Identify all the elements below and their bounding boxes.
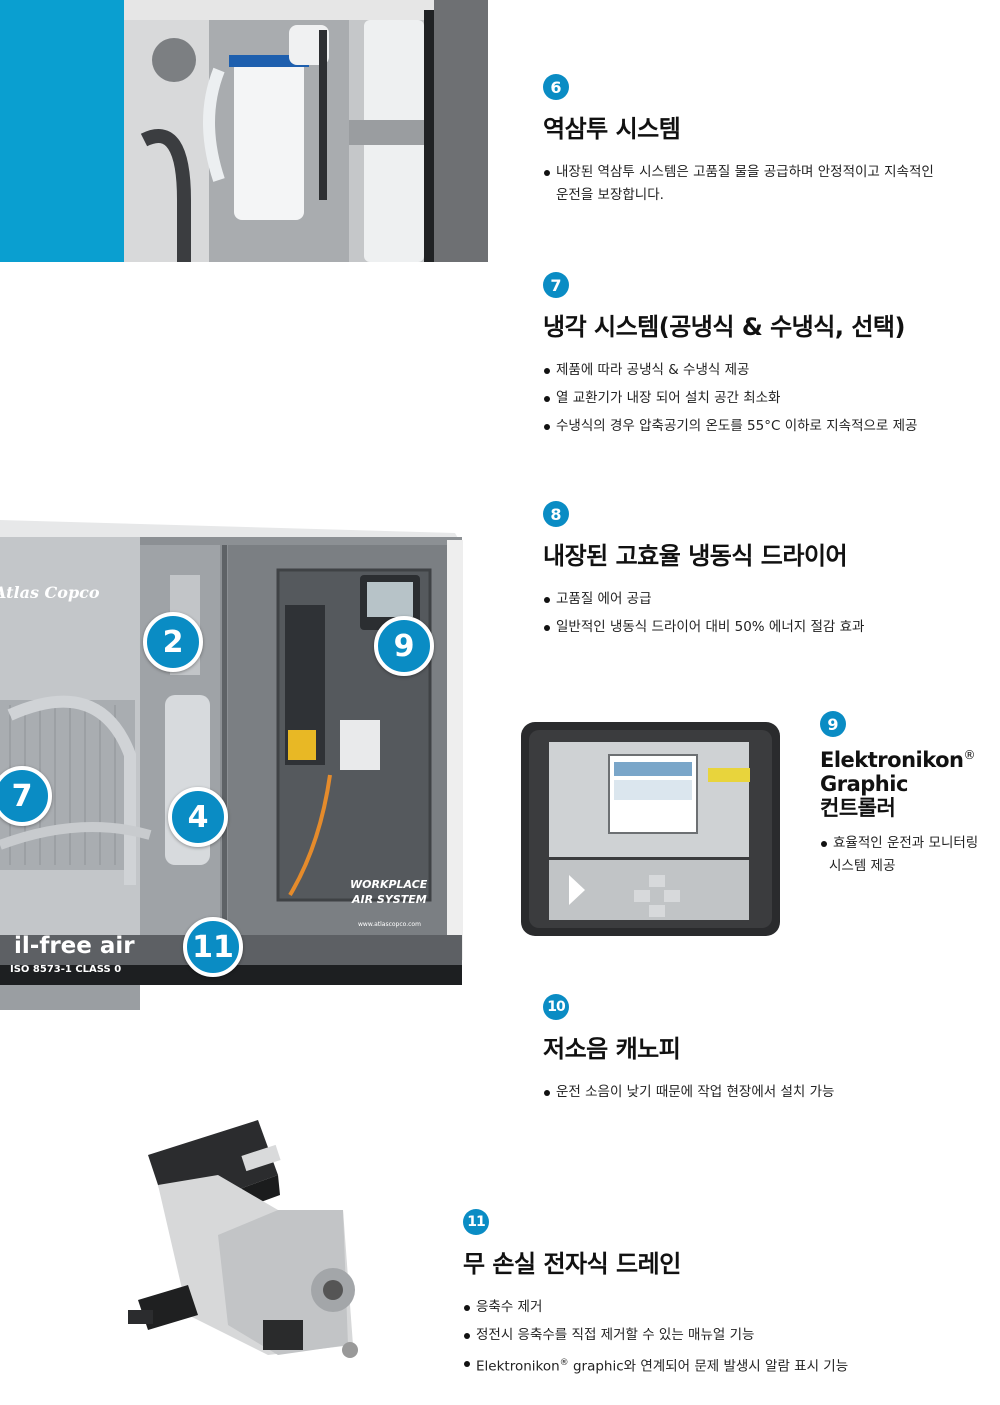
section-low-noise-canopy: 10 저소음 캐노피 운전 소음이 낮기 때문에 작업 현장에서 설치 가능 bbox=[543, 994, 834, 1109]
section-number-badge: 11 bbox=[463, 1209, 489, 1235]
elektronikon-controller-photo bbox=[519, 720, 782, 938]
bullet-item: 운전 소음이 낮기 때문에 작업 현장에서 설치 가능 bbox=[543, 1081, 834, 1104]
marker-4: 4 bbox=[168, 787, 228, 847]
bullet-item: 열 교환기가 내장 되어 설치 공간 최소화 bbox=[543, 387, 917, 410]
section-reverse-osmosis: 6 역삼투 시스템 내장된 역삼투 시스템은 고품질 물을 공급하며 안정적이고… bbox=[543, 74, 934, 207]
marker-11: 11 bbox=[183, 917, 243, 977]
atlas-copco-logo-text: Atlas Copco bbox=[0, 583, 100, 602]
section-title: Elektronikon® Graphic 컨트롤러 bbox=[820, 743, 978, 820]
section-electronic-drain: 11 무 손실 전자식 드레인 응축수 제거 정전시 응축수를 직접 제거할 수… bbox=[463, 1209, 848, 1384]
bullet-text-brand: Elektronikon bbox=[476, 1358, 560, 1375]
bullet-item: 고품질 에어 공급 bbox=[543, 588, 864, 611]
section-number-badge: 8 bbox=[543, 501, 569, 527]
bullet-item: 수냉식의 경우 압축공기의 온도를 55°C 이하로 지속적으로 제공 bbox=[543, 415, 917, 438]
section-number-badge: 10 bbox=[543, 994, 569, 1020]
section-title: 무 손실 전자식 드레인 bbox=[463, 1250, 681, 1278]
oil-free-air-label: il-free air bbox=[14, 933, 135, 959]
bullet-text-rest: graphic와 연계되어 문제 발생시 알람 표시 기능 bbox=[568, 1358, 849, 1375]
section-title: 냉각 시스템(공냉식 & 수냉식, 선택) bbox=[543, 313, 905, 341]
electronic-drain-photo bbox=[128, 1115, 368, 1367]
bullet-item: 효율적인 운전과 모니터링 bbox=[820, 832, 978, 855]
bullet-list: 내장된 역삼투 시스템은 고품질 물을 공급하며 안정적이고 지속적인 bbox=[543, 161, 934, 184]
bullet-item: Elektronikon® graphic와 연계되어 문제 발생시 알람 표시… bbox=[463, 1352, 848, 1379]
bullet-list: 제품에 따라 공냉식 & 수냉식 제공 열 교환기가 내장 되어 설치 공간 최… bbox=[543, 359, 917, 438]
website-label: www.atlascopco.com bbox=[358, 921, 421, 928]
section-elektronikon-controller: 9 Elektronikon® Graphic 컨트롤러 효율적인 운전과 모니… bbox=[820, 711, 978, 878]
bullet-item: 응축수 제거 bbox=[463, 1296, 848, 1319]
section-title: 저소음 캐노피 bbox=[543, 1035, 681, 1063]
title-line1: Elektronikon bbox=[820, 748, 964, 772]
registered-mark: ® bbox=[963, 748, 976, 762]
workplace-label-line2: AIR SYSTEM bbox=[352, 893, 427, 906]
section-number-badge: 6 bbox=[543, 74, 569, 100]
section-number-badge: 7 bbox=[543, 272, 569, 298]
iso-class-label: ISO 8573-1 CLASS 0 bbox=[10, 964, 122, 975]
section-refrigerated-dryer: 8 내장된 고효율 냉동식 드라이어 고품질 에어 공급 일반적인 냉동식 드라… bbox=[543, 501, 864, 644]
title-line2: Graphic bbox=[820, 772, 908, 796]
marker-9: 9 bbox=[374, 616, 434, 676]
section-title: 역삼투 시스템 bbox=[543, 115, 681, 143]
section-number-badge: 9 bbox=[820, 711, 846, 737]
section-cooling-system: 7 냉각 시스템(공냉식 & 수냉식, 선택) 제품에 따라 공냉식 & 수냉식… bbox=[543, 272, 917, 443]
bullet-item: 일반적인 냉동식 드라이어 대비 50% 에너지 절감 효과 bbox=[543, 616, 864, 639]
registered-mark: ® bbox=[559, 1358, 569, 1368]
marker-2: 2 bbox=[143, 612, 203, 672]
workplace-label-line1: WORKPLACE bbox=[350, 878, 428, 891]
bullet-list: 운전 소음이 낮기 때문에 작업 현장에서 설치 가능 bbox=[543, 1081, 834, 1104]
title-line3: 컨트롤러 bbox=[820, 796, 896, 820]
section-title: 내장된 고효율 냉동식 드라이어 bbox=[543, 542, 848, 570]
reverse-osmosis-photo bbox=[124, 0, 488, 262]
bullet-item: 제품에 따라 공냉식 & 수냉식 제공 bbox=[543, 359, 917, 382]
bullet-item: 정전시 응축수를 직접 제거할 수 있는 매뉴얼 기능 bbox=[463, 1324, 848, 1347]
bullet-continuation: 시스템 제공 bbox=[829, 858, 896, 874]
bullet-list: 응축수 제거 정전시 응축수를 직접 제거할 수 있는 매뉴얼 기능 Elekt… bbox=[463, 1296, 848, 1379]
marker-7: 7 bbox=[0, 766, 52, 826]
blue-accent-strip bbox=[0, 0, 124, 262]
bullet-item: 내장된 역삼투 시스템은 고품질 물을 공급하며 안정적이고 지속적인 bbox=[543, 161, 934, 184]
bullet-list: 효율적인 운전과 모니터링 bbox=[820, 832, 978, 855]
bullet-list: 고품질 에어 공급 일반적인 냉동식 드라이어 대비 50% 에너지 절감 효과 bbox=[543, 588, 864, 639]
bullet-continuation: 운전을 보장합니다. bbox=[556, 187, 664, 203]
